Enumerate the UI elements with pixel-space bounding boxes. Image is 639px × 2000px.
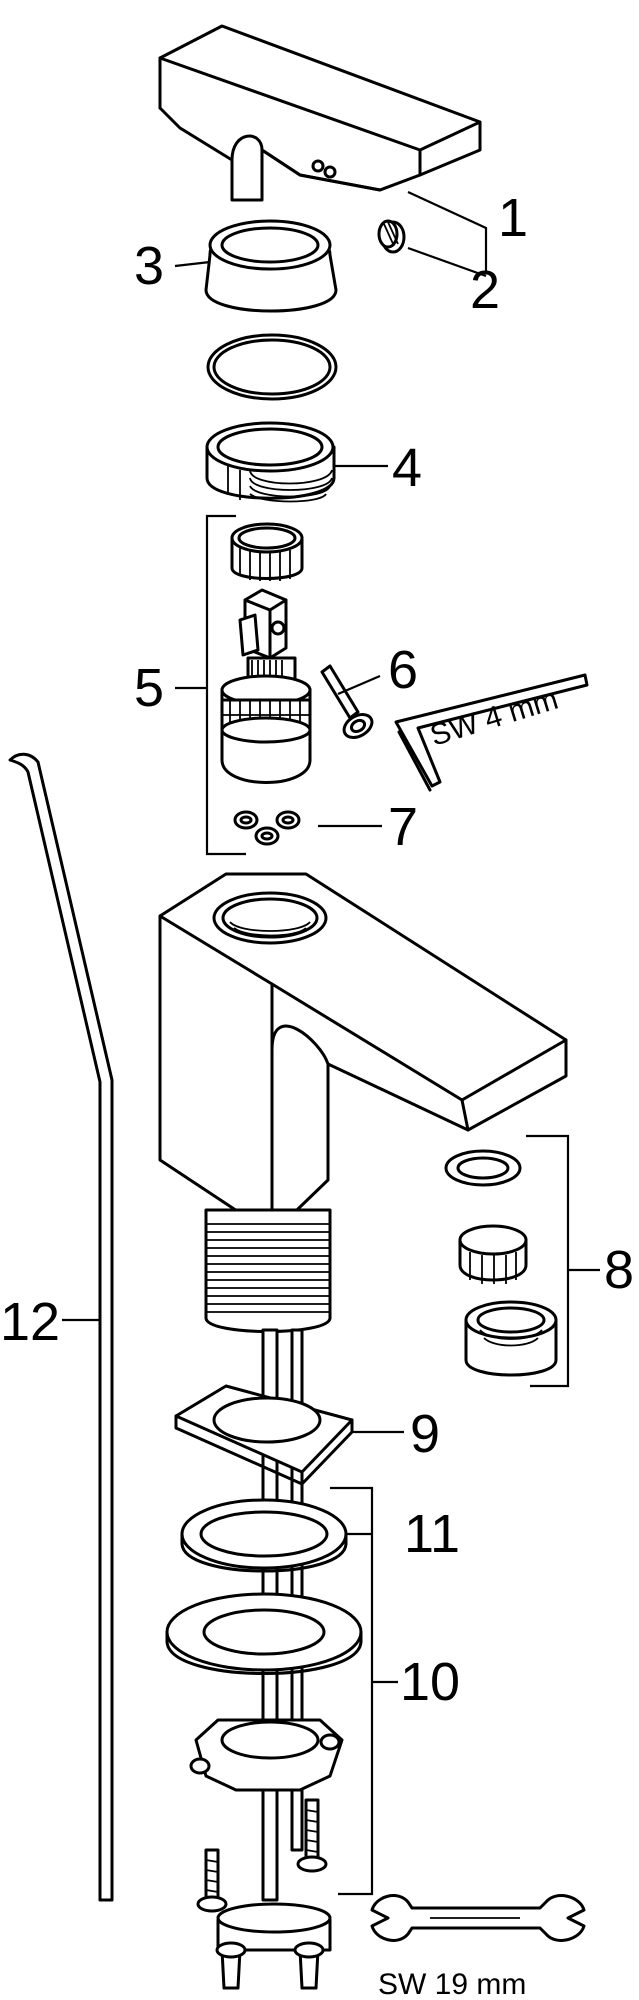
callout-3: 3 bbox=[134, 236, 164, 296]
fixing-clamp bbox=[189, 1718, 344, 1792]
callout-12: 12 bbox=[0, 1292, 60, 1352]
o-ring bbox=[206, 333, 338, 401]
part-9-base-plate bbox=[174, 1384, 354, 1486]
callout-7: 7 bbox=[388, 797, 418, 857]
part-4-threaded-nut bbox=[205, 421, 336, 503]
open-end-wrench-icon bbox=[370, 1894, 586, 1942]
callout-4: 4 bbox=[392, 438, 422, 498]
part-10-washer bbox=[165, 1592, 363, 1675]
callout-11: 11 bbox=[404, 1504, 460, 1564]
callout-9: 9 bbox=[410, 1404, 440, 1464]
part-6-screw bbox=[320, 664, 374, 739]
part-2-grub-screw bbox=[377, 219, 406, 254]
callout-8: 8 bbox=[604, 1240, 634, 1300]
callout-6: 6 bbox=[388, 640, 418, 700]
callout-10: 10 bbox=[400, 1652, 460, 1712]
callout-1: 1 bbox=[498, 188, 528, 248]
part-8-aerator bbox=[444, 1149, 558, 1377]
wrench-size-label: SW 19 mm bbox=[378, 1968, 526, 2000]
part-11-gasket bbox=[180, 1498, 348, 1573]
part-5-cartridge bbox=[220, 522, 312, 784]
hex-key-icon bbox=[394, 673, 589, 792]
callout-2: 2 bbox=[470, 260, 500, 320]
part-1-lever-handle bbox=[158, 24, 482, 202]
mounting-bolts bbox=[196, 1798, 332, 1990]
part-3-cover-ring bbox=[204, 219, 338, 313]
part-12-pull-rod bbox=[8, 752, 114, 1902]
hex-key-size-label: SW 4 mm bbox=[426, 683, 562, 753]
part-7-small-seals bbox=[233, 810, 301, 846]
callout-5: 5 bbox=[134, 658, 164, 718]
